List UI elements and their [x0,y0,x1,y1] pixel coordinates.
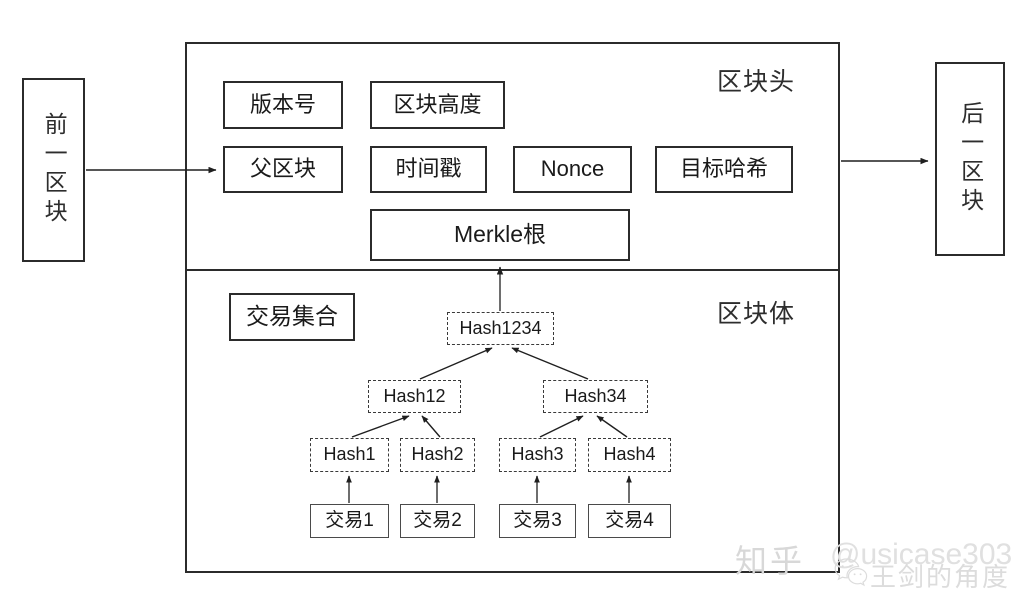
previous-block-box: 前一区块 [22,78,85,262]
transaction-box-3: 交易3 [499,504,576,538]
field-version: 版本号 [223,81,343,129]
watermark-handle-text: @usicase303 [830,538,1013,571]
block-header-label: 区块头 [717,68,796,96]
field-merkle-root: Merkle根 [370,209,630,261]
watermark-wechat-account-text: 王剑的角度 [870,562,1011,592]
field-block-height: 区块高度 [370,81,505,129]
header-body-divider [185,269,840,271]
merkle-node-hash34: Hash34 [543,380,648,413]
field-target-hash: 目标哈希 [655,146,793,193]
transaction-box-2: 交易2 [400,504,475,538]
transaction-box-1: 交易1 [310,504,389,538]
field-timestamp: 时间戳 [370,146,487,193]
merkle-node-hash12: Hash12 [368,380,461,413]
merkle-node-hash3: Hash3 [499,438,576,472]
merkle-node-hash4: Hash4 [588,438,671,472]
transaction-set-box: 交易集合 [229,293,355,341]
next-block-box: 后一区块 [935,62,1005,256]
merkle-node-hash2: Hash2 [400,438,475,472]
transaction-box-4: 交易4 [588,504,671,538]
merkle-node-hash1: Hash1 [310,438,389,472]
merkle-node-hash1234: Hash1234 [447,312,554,345]
field-nonce: Nonce [513,146,632,193]
field-parent-block: 父区块 [223,146,343,193]
block-body-label: 区块体 [717,300,796,328]
